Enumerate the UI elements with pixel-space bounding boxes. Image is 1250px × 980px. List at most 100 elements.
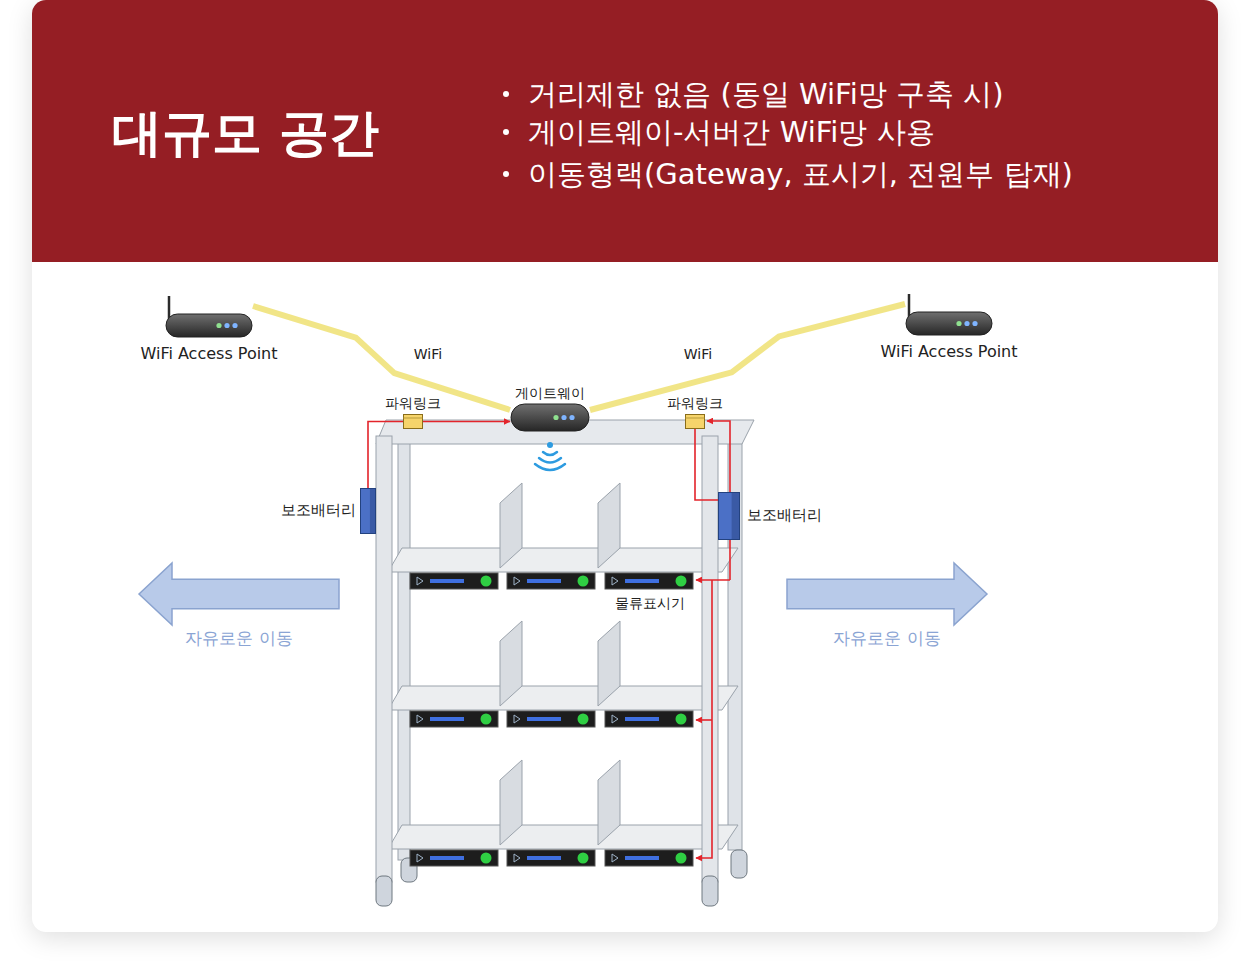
wifi-dot xyxy=(547,442,553,448)
power-link: 파워링크 xyxy=(685,414,705,429)
display-units xyxy=(410,573,693,866)
node-label: 자유로운 이동 xyxy=(833,629,940,649)
battery-side xyxy=(732,493,739,539)
status-led xyxy=(972,321,977,326)
battery-shape xyxy=(360,488,376,534)
status-led xyxy=(232,323,237,328)
status-led xyxy=(964,321,969,326)
display-unit xyxy=(410,850,498,866)
status-led xyxy=(216,323,221,328)
cart-wheel xyxy=(731,850,747,878)
power-wire xyxy=(696,719,712,721)
access-point: WiFi Access Point xyxy=(165,296,253,338)
wifi-link xyxy=(590,304,905,410)
cart-shelf xyxy=(388,686,738,710)
move-arrow: 자유로운 이동 xyxy=(786,562,988,626)
device-body xyxy=(906,312,992,335)
display-unit xyxy=(410,573,498,589)
node-label: WiFi Access Point xyxy=(140,345,277,363)
node-label: 파워링크 xyxy=(385,395,441,411)
plink-shape xyxy=(403,414,423,429)
arrowR-shape xyxy=(786,562,988,626)
bullet-dot xyxy=(503,91,509,97)
label-row: 이동형랙(Gateway, 표시기, 전원부 탑재) xyxy=(503,157,1073,192)
display-unit xyxy=(410,711,498,727)
power-link-box xyxy=(686,415,705,429)
gateway-device: 게이트웨이 xyxy=(510,404,590,432)
power-wire xyxy=(696,579,730,581)
node-label: 게이트웨이 xyxy=(515,385,585,401)
wifi-arc xyxy=(535,464,565,470)
power-link: 파워링크 xyxy=(403,414,423,429)
aux-battery: 보조배터리 xyxy=(360,488,376,534)
display-unit xyxy=(605,573,693,589)
battery-box xyxy=(719,493,740,540)
cart-frame xyxy=(376,420,754,906)
label-row: 거리제한 없음 (동일 WiFi망 구축 시) xyxy=(503,77,1003,112)
status-led xyxy=(553,415,558,420)
bullet-dot xyxy=(503,129,509,135)
wifi-link xyxy=(253,306,510,410)
power-wire xyxy=(696,580,712,858)
cart-wheel xyxy=(376,876,392,906)
page-title: 대규모 공간 xyxy=(112,103,379,163)
arrowL-shape xyxy=(138,562,340,626)
link-label: WiFi xyxy=(412,346,444,362)
aux-battery: 보조배터리 xyxy=(718,492,740,540)
cart-shelf xyxy=(388,548,738,572)
box-edge xyxy=(404,418,423,419)
cart-shelf xyxy=(388,825,738,849)
display-unit xyxy=(605,850,693,866)
wifi-symbol xyxy=(535,442,565,470)
access-point: WiFi Access Point xyxy=(905,294,993,336)
battery-box xyxy=(361,489,376,534)
display-label: 물류표시기 xyxy=(615,595,685,612)
display-unit xyxy=(605,711,693,727)
device-body xyxy=(511,404,589,431)
node-label: 보조배터리 xyxy=(281,502,356,519)
router-shape xyxy=(165,296,253,338)
wifi-arc xyxy=(543,452,557,455)
arrow-shape xyxy=(787,563,987,625)
feature-bullet: 이동형랙(Gateway, 표시기, 전원부 탑재) xyxy=(528,157,1073,192)
cart-post xyxy=(376,436,392,882)
shelf-divider xyxy=(500,760,522,845)
device-body xyxy=(166,314,252,337)
router-shape xyxy=(905,294,993,336)
node-label: WiFi Access Point xyxy=(880,343,1017,361)
cart-post xyxy=(702,436,718,882)
move-arrow: 자유로운 이동 xyxy=(138,562,340,626)
node-label: 보조배터리 xyxy=(747,507,822,524)
status-led xyxy=(956,321,961,326)
display-unit xyxy=(507,850,595,866)
arrow-shape xyxy=(139,563,339,625)
display-unit xyxy=(507,573,595,589)
cart-post xyxy=(398,436,410,860)
shelf-divider xyxy=(598,760,620,845)
power-link-box xyxy=(404,415,423,429)
gateway-shape xyxy=(510,404,590,432)
shelf-divider xyxy=(500,621,522,706)
status-led xyxy=(569,415,574,420)
shelf-divider xyxy=(500,483,522,568)
status-led xyxy=(561,415,566,420)
plink-shape xyxy=(685,414,705,429)
label-row: 게이트웨이-서버간 WiFi망 사용 xyxy=(503,115,935,150)
bullet-dot xyxy=(503,171,509,177)
box-edge xyxy=(686,418,705,419)
shelf-divider xyxy=(598,621,620,706)
status-led xyxy=(224,323,229,328)
power-line xyxy=(423,421,510,423)
wifi-arc xyxy=(539,458,561,463)
cart-wheel xyxy=(702,876,718,906)
feature-bullet: 게이트웨이-서버간 WiFi망 사용 xyxy=(528,115,935,150)
node-label: 자유로운 이동 xyxy=(185,629,292,649)
label-row: 물류표시기 xyxy=(615,595,685,612)
node-label: 파워링크 xyxy=(667,395,723,411)
power-wires xyxy=(696,421,730,858)
link-label: WiFi xyxy=(682,346,714,362)
power-line xyxy=(368,422,403,489)
battery-side xyxy=(370,489,375,533)
